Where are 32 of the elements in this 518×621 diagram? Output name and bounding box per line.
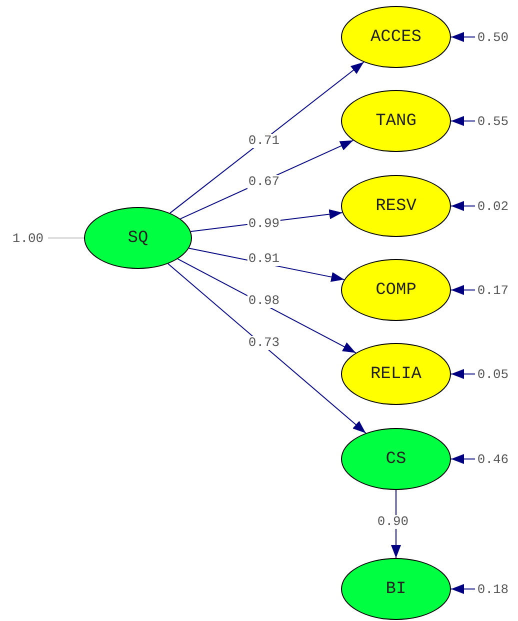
node-label: TANG xyxy=(376,112,416,130)
arrow xyxy=(450,454,476,464)
node-label: COMP xyxy=(376,280,416,300)
edge-label: 0.67 xyxy=(247,175,281,189)
node-label: RESV xyxy=(376,196,416,216)
node-label: RELIA xyxy=(370,364,422,384)
node-label: ACCES xyxy=(370,28,422,46)
edge-label: 0.73 xyxy=(247,336,281,350)
node-label: CS xyxy=(386,450,406,468)
value-label: 1.00 xyxy=(8,229,48,247)
ellipse-node xyxy=(84,207,192,269)
edge-label: 0.90 xyxy=(376,515,410,529)
arrow xyxy=(450,201,476,211)
arrow xyxy=(450,285,476,295)
value-label: 0.05 xyxy=(475,365,511,383)
value-label: 0.17 xyxy=(475,281,511,299)
edge-label: 0.91 xyxy=(247,252,281,266)
value-label: 0.55 xyxy=(475,112,511,130)
arrow xyxy=(450,584,476,594)
edge-label: 0.98 xyxy=(247,294,281,308)
arrow xyxy=(170,62,364,214)
value-label: 0.46 xyxy=(475,450,511,468)
arrow xyxy=(450,116,476,126)
value-label: 0.18 xyxy=(475,580,511,598)
arrow xyxy=(450,32,476,42)
node-label: SQ xyxy=(128,228,148,248)
value-label: 0.50 xyxy=(475,28,511,46)
edge-label: 0.71 xyxy=(247,134,281,148)
node-label: BI xyxy=(386,580,406,598)
value-label: 0.02 xyxy=(475,197,511,215)
arrow xyxy=(168,263,366,434)
arrow xyxy=(450,369,476,379)
